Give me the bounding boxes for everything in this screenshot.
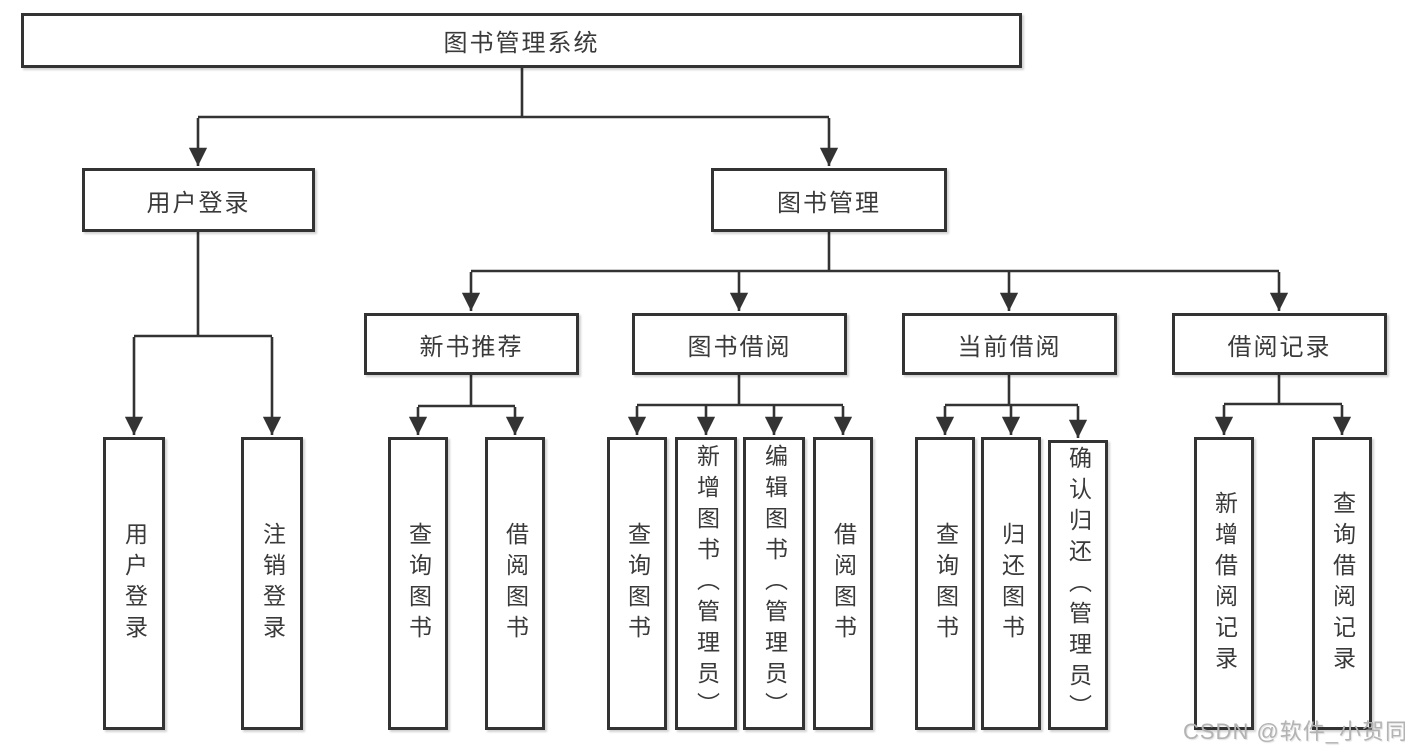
connector-book-borrowing-branch	[627, 375, 853, 435]
node-query-books-borrowing: 查询图书	[607, 437, 667, 730]
csdn-watermark: CSDN @软件_小贺同学	[1183, 719, 1405, 744]
node-book-borrowing: 图书借阅	[632, 313, 847, 375]
node-borrowing-records: 借阅记录	[1172, 313, 1387, 375]
node-borrow-books-newbooks: 借阅图书	[485, 437, 545, 730]
node-logout-leaf: 注销登录	[241, 437, 303, 730]
connector-new-book-branch	[408, 375, 525, 435]
node-query-books-newbooks: 查询图书	[388, 437, 448, 730]
connector-book-management-branch	[461, 232, 1289, 311]
node-new-book-recommendation: 新书推荐	[364, 313, 579, 375]
node-edit-books-admin: 编辑图书（管理员）	[743, 437, 805, 730]
node-library-management-system: 图书管理系统	[21, 13, 1022, 68]
node-query-borrow-record: 查询借阅记录	[1312, 437, 1372, 730]
node-add-books-admin: 新增图书（管理员）	[675, 437, 737, 730]
node-return-books: 归还图书	[981, 437, 1041, 730]
connector-borrowing-records-branch	[1214, 375, 1352, 435]
node-confirm-return-admin: 确认归还（管理员）	[1048, 440, 1108, 730]
connector-user-login-branch	[124, 232, 282, 435]
node-user-login: 用户登录	[82, 168, 315, 232]
node-query-books-current: 查询图书	[915, 437, 975, 730]
node-borrow-books-borrowing: 借阅图书	[813, 437, 873, 730]
connector-root-branch	[188, 68, 839, 166]
node-add-borrow-record: 新增借阅记录	[1194, 437, 1254, 730]
node-user-login-leaf: 用户登录	[103, 437, 165, 730]
node-current-borrowing: 当前借阅	[902, 313, 1117, 375]
node-book-management: 图书管理	[711, 168, 947, 232]
connector-current-borrowing-branch	[935, 375, 1088, 438]
